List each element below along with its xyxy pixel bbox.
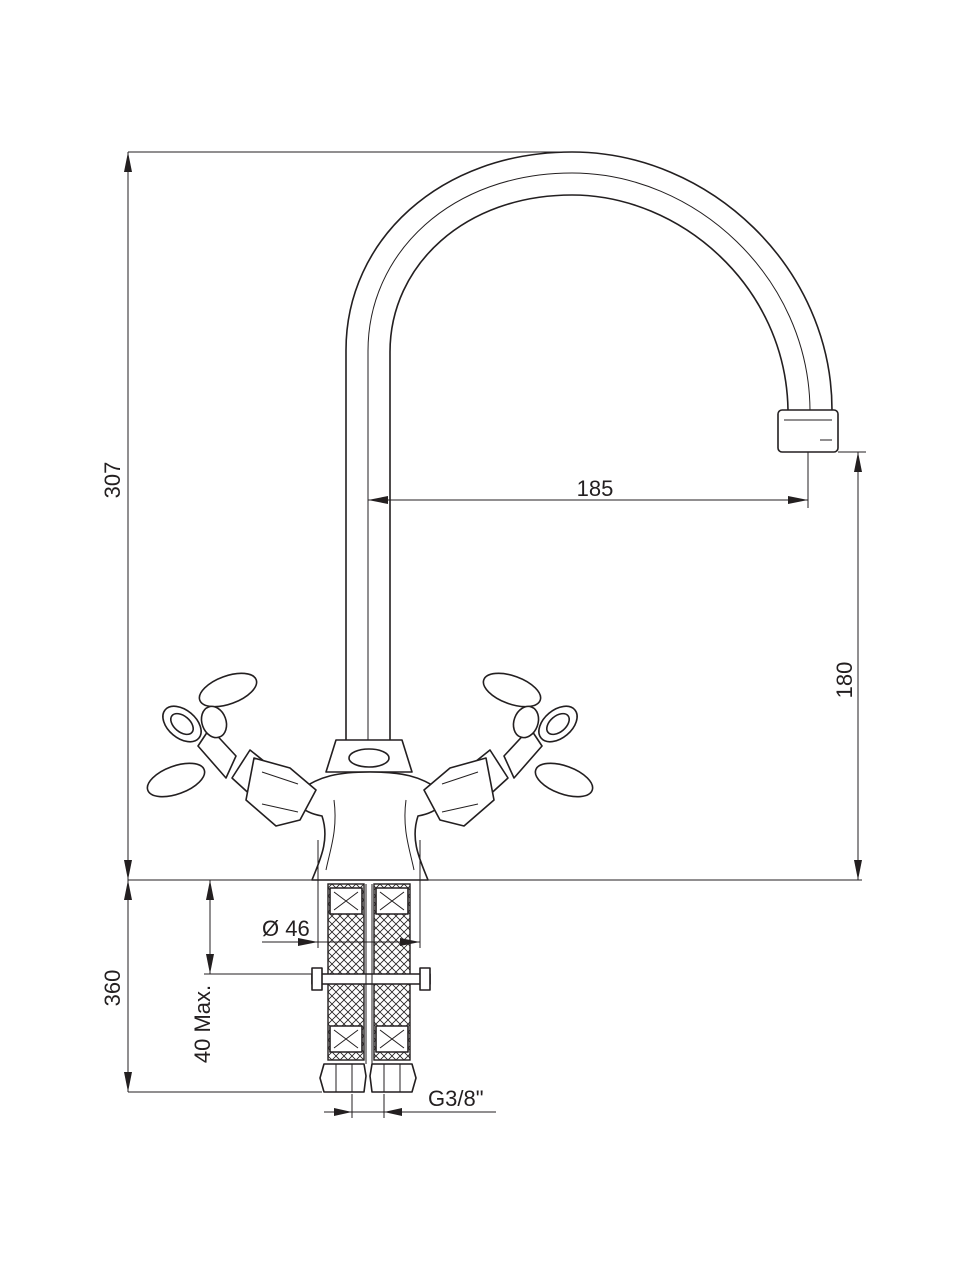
spout-middle (367, 172, 811, 740)
connection-thread-label: G3/8" (428, 1086, 484, 1111)
dimension-max-thickness: 40 Max. (190, 880, 312, 1063)
max-thickness-label: 40 Max. (190, 985, 215, 1063)
supply-hoses (311, 883, 431, 1093)
faucet-outline (146, 151, 839, 881)
spout-outer (345, 151, 833, 741)
valve-body (296, 771, 444, 881)
dimension-below-deck: 360 (100, 880, 322, 1093)
spout-reach-label: 185 (577, 476, 614, 501)
dimension-spout-reach: 185 (368, 452, 809, 508)
base-diameter-label: Ø 46 (262, 916, 310, 941)
overall-height-label: 307 (100, 462, 125, 499)
mounting-bracket (311, 973, 431, 985)
below-deck-label: 360 (100, 970, 125, 1007)
aerator (777, 409, 839, 453)
right-valve (423, 672, 594, 827)
right-hex-nut (369, 1063, 417, 1093)
dimension-spout-height: 180 (832, 451, 866, 880)
spout-inner (389, 194, 789, 741)
dimension-overall-height: 307 (100, 151, 572, 880)
left-valve (146, 672, 317, 827)
left-hex-nut (319, 1063, 367, 1093)
dimension-connection-thread: G3/8" (324, 1086, 496, 1118)
spout-height-label: 180 (832, 662, 857, 699)
dimension-base-diameter: Ø 46 (262, 840, 421, 948)
